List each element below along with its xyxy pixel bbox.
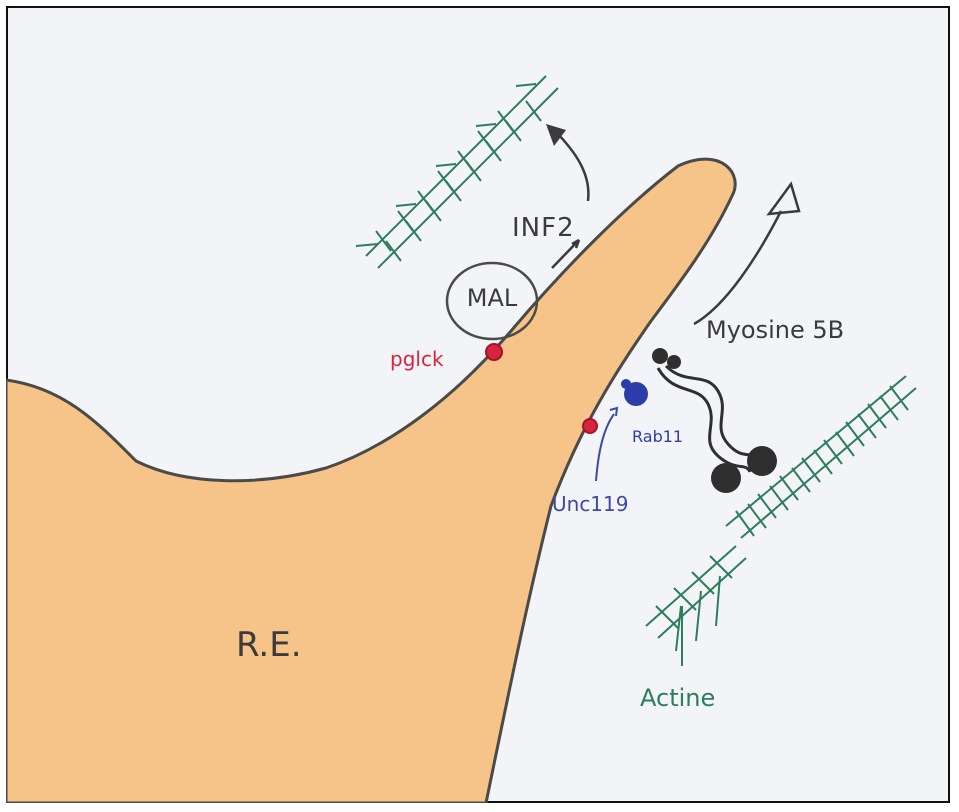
myosin-motor-2	[747, 446, 777, 476]
rab11-label: Rab11	[632, 427, 683, 446]
rab11-dot-small	[621, 379, 631, 389]
recycling-endosome-label: R.E.	[236, 625, 302, 665]
unc119-label: Unc119	[552, 492, 628, 516]
mal-label: MAL	[467, 284, 518, 312]
red-dot-2	[583, 419, 597, 433]
myosin-head-1	[652, 348, 668, 364]
myosin-label: Myosine 5B	[706, 316, 844, 344]
pglck-label: pglck	[390, 347, 444, 371]
inf2-label: INF2	[512, 213, 575, 243]
diagram-frame: MAL INF2 pglck Rab11 Unc119 Myosine 5B	[6, 6, 950, 803]
pglck-dot	[486, 344, 502, 360]
actin-label: Actine	[640, 684, 715, 712]
myosin-motor-1	[711, 463, 741, 493]
diagram-canvas: MAL INF2 pglck Rab11 Unc119 Myosine 5B	[6, 6, 950, 803]
